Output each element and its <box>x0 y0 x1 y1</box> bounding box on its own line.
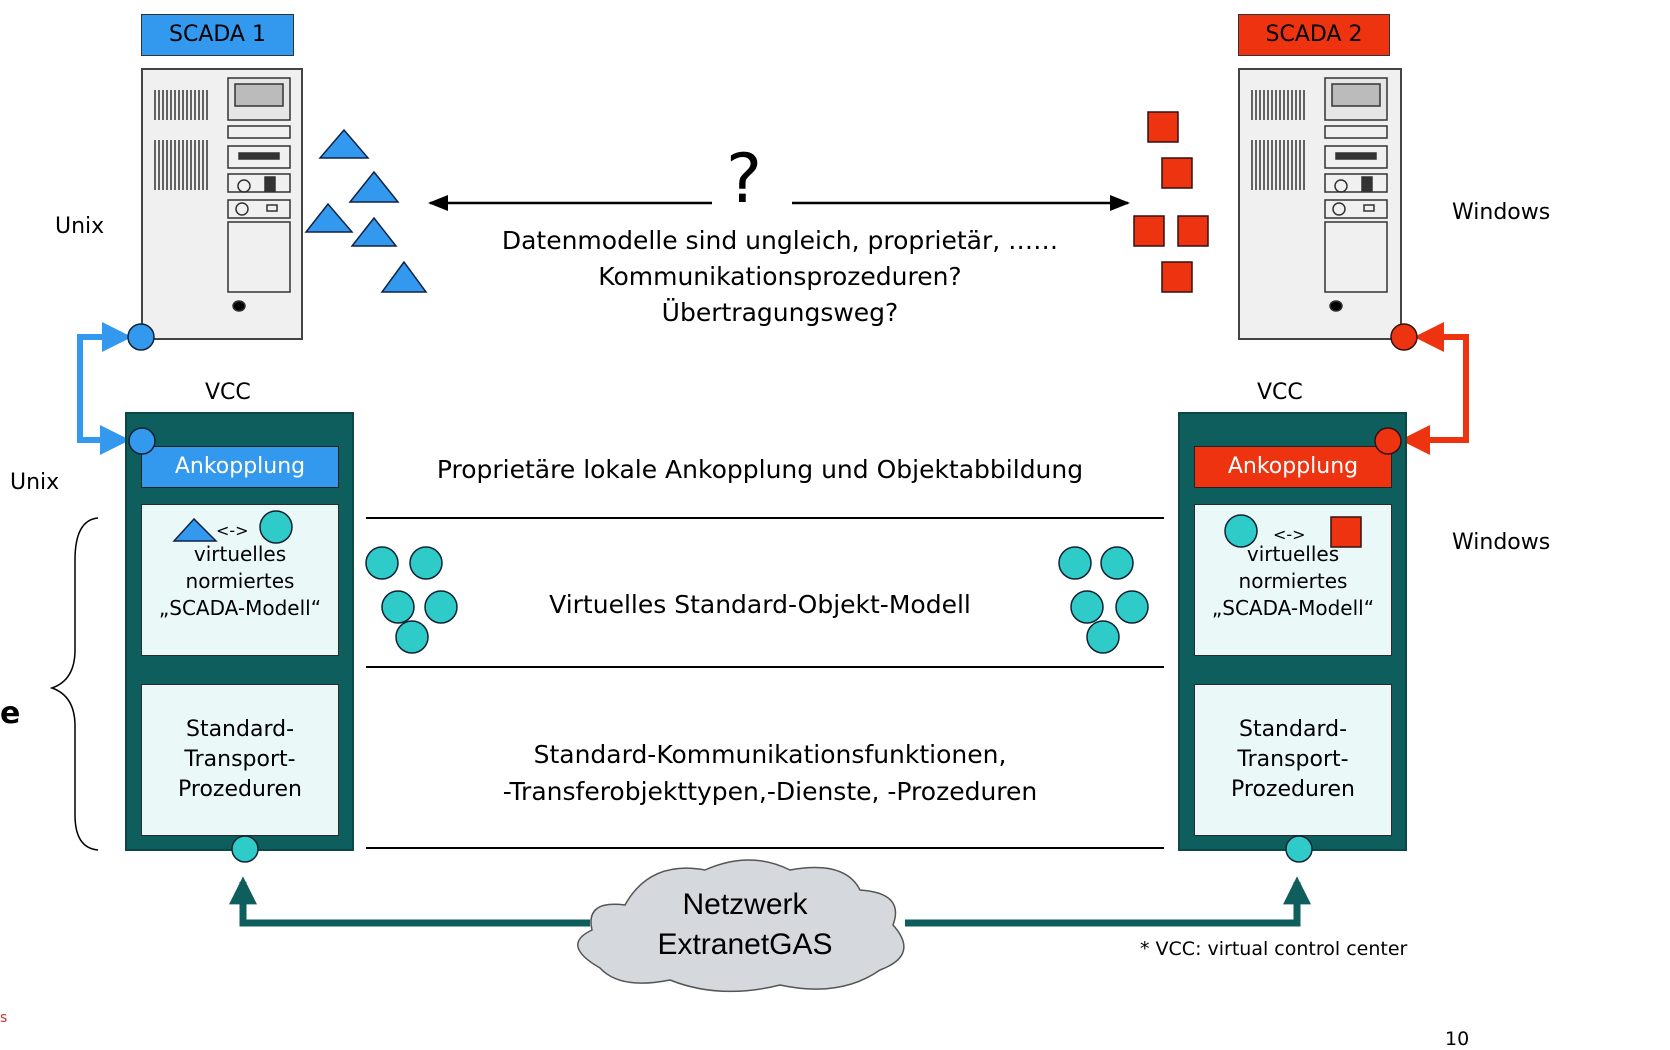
transport-box-left: Standard- Transport- Prozeduren <box>141 684 339 836</box>
vcc-left-network-port <box>231 835 259 863</box>
transport-line2: Transport- <box>1237 747 1349 772</box>
circle-icon <box>1058 546 1092 580</box>
network-label-line2: ExtranetGAS <box>657 928 833 961</box>
vcc-right: Ankopplung <-> virtuelles normiertes „SC… <box>1178 412 1407 851</box>
circle-icon <box>1100 546 1134 580</box>
ankopplung-left: Ankopplung <box>141 446 339 488</box>
separator-1 <box>366 517 1164 519</box>
circle-icon <box>365 546 399 580</box>
network-cloud-icon <box>577 859 905 993</box>
transport-line1: Standard- <box>185 717 295 742</box>
scada2-data-objects <box>1133 111 1209 293</box>
square-icon <box>1133 215 1165 247</box>
object-cluster-left <box>365 546 458 654</box>
square-icon <box>1161 261 1193 293</box>
left-brace <box>49 517 99 851</box>
vcc-right-port <box>1374 427 1402 455</box>
question-line1: Datenmodelle sind ungleich, proprietär, … <box>501 226 1059 255</box>
model-line3: „SCADA-Modell“ <box>158 596 322 620</box>
transport-box-right: Standard- Transport- Prozeduren <box>1194 684 1392 836</box>
os-label-left-top: Unix <box>55 214 105 239</box>
triangle-icon <box>172 517 218 542</box>
circle-icon <box>1070 590 1104 624</box>
layer-row2: Virtuelles Standard-Objekt-Modell <box>549 590 971 619</box>
transport-line3: Prozeduren <box>1231 777 1355 802</box>
transport-line2: Transport- <box>184 747 296 772</box>
layer-row1: Proprietäre lokale Ankopplung und Objekt… <box>436 455 1084 484</box>
circle-icon <box>381 590 415 624</box>
triangle-icon <box>350 216 398 247</box>
separator-3 <box>366 847 1164 849</box>
triangle-icon <box>380 260 428 293</box>
model-line1: virtuelles <box>1246 542 1340 566</box>
scada2-tag: SCADA 2 <box>1238 14 1390 56</box>
circle-icon <box>1224 514 1258 548</box>
circle-icon <box>1086 620 1120 654</box>
scada2-vcc-connector <box>1400 322 1469 455</box>
network-connector-left <box>229 876 590 927</box>
footnote: * VCC: virtual control center <box>1140 938 1408 960</box>
square-icon <box>1330 516 1362 548</box>
server-tower-icon <box>1251 77 1388 312</box>
question-line2: Kommunikationsprozeduren? <box>598 262 962 291</box>
object-cluster-right <box>1058 546 1149 654</box>
scada1-data-objects <box>304 128 428 293</box>
model-box-left: <-> virtuelles normiertes „SCADA-Modell“ <box>141 504 339 656</box>
triangle-icon <box>348 170 400 203</box>
square-icon <box>1161 157 1193 189</box>
square-icon <box>1147 111 1179 143</box>
question-line3: Übertragungsweg? <box>661 298 899 327</box>
model-line2: normiertes <box>1238 569 1348 593</box>
model-line3: „SCADA-Modell“ <box>1211 596 1375 620</box>
os-label-left-bottom: Unix <box>10 470 60 495</box>
os-label-right-top: Windows <box>1452 200 1551 225</box>
left-corner-mark: s <box>0 1010 8 1026</box>
model-line2: normiertes <box>185 569 295 593</box>
mapping-symbol: <-> <box>216 521 249 540</box>
model-line1: virtuelles <box>193 542 287 566</box>
page-number: 10 <box>1445 1028 1470 1050</box>
circle-icon <box>259 510 293 544</box>
scada2-server <box>1238 68 1402 340</box>
network-connector-right <box>905 876 1311 927</box>
mapping-symbol: <-> <box>1273 525 1306 544</box>
ankopplung-right: Ankopplung <box>1194 446 1392 488</box>
model-box-right: <-> virtuelles normiertes „SCADA-Modell“ <box>1194 504 1392 656</box>
transport-line1: Standard- <box>1238 717 1348 742</box>
triangle-icon <box>318 128 370 159</box>
triangle-icon <box>304 202 354 233</box>
vcc-left-port <box>128 427 156 455</box>
question-mark: ? <box>726 140 763 219</box>
separator-2 <box>366 666 1164 668</box>
scada1-port <box>127 323 155 351</box>
transport-line3: Prozeduren <box>178 777 302 802</box>
left-edge-letter: e <box>0 696 21 731</box>
mapping-row: <-> <box>142 505 338 544</box>
network-label-line1: Netzwerk <box>682 888 808 921</box>
circle-icon <box>424 590 458 624</box>
server-tower-icon <box>154 77 291 312</box>
scada1-tag: SCADA 1 <box>141 14 294 56</box>
vcc-label-left: VCC <box>205 380 251 405</box>
scada1-server <box>141 68 303 340</box>
square-icon <box>1177 215 1209 247</box>
vcc-label-right: VCC <box>1257 380 1303 405</box>
vcc-right-network-port <box>1285 835 1313 863</box>
circle-icon <box>409 546 443 580</box>
circle-icon <box>1115 590 1149 624</box>
circle-icon <box>395 620 429 654</box>
layer-row3-line2: -Transferobjekttypen,-Dienste, -Prozedur… <box>502 777 1038 806</box>
scada2-port <box>1390 323 1418 351</box>
vcc-left: Ankopplung <-> virtuelles normiertes „SC… <box>125 412 354 851</box>
scada1-vcc-connector <box>77 322 132 455</box>
os-label-right-bottom: Windows <box>1452 530 1551 555</box>
layer-row3-line1: Standard-Kommunikationsfunktionen, <box>533 740 1007 769</box>
mapping-row: <-> <box>1195 505 1391 548</box>
